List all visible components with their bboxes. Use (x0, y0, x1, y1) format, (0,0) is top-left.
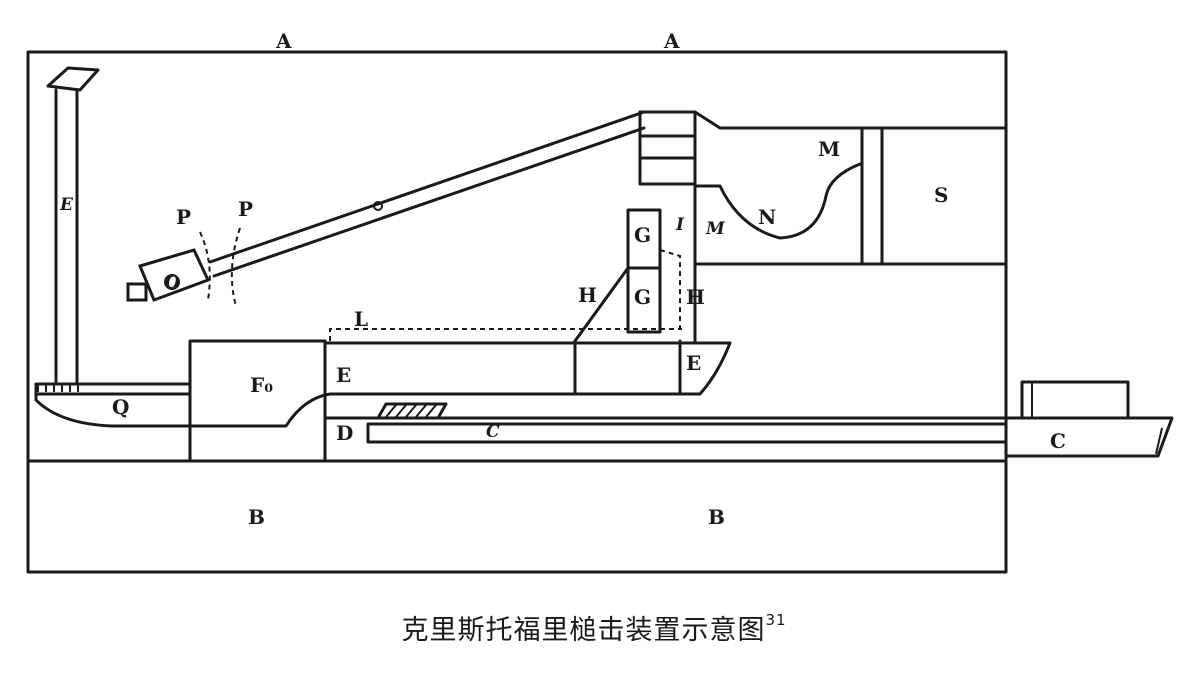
label-n: N (758, 205, 776, 229)
label-e-post: E (59, 195, 74, 215)
key-front-bevel (1155, 427, 1163, 455)
h-slant (573, 266, 630, 343)
swing-arc-2 (230, 227, 241, 307)
label-g-lower: G (634, 285, 651, 309)
hammer-rail-teeth (37, 384, 79, 392)
label-q: Q (112, 395, 129, 419)
label-h-left: H (578, 283, 597, 307)
hammer-action-diagram: A A B B C C D E E E F₀ G G H H I M M N L… (26, 29, 1174, 574)
shank-pivot (373, 201, 383, 211)
hammer-head-tip (126, 282, 148, 302)
label-a-right: A (663, 29, 680, 53)
figure-caption: 克里斯托福里槌击装置示意图31 (0, 608, 1188, 647)
label-e-right: E (686, 351, 701, 375)
hammer-shank-top (208, 110, 646, 264)
label-e-lever: E (336, 363, 351, 387)
dashed-l (329, 328, 682, 341)
label-o: O (165, 273, 180, 293)
key-c-pad-hatch (385, 404, 437, 418)
key-front-block (1020, 380, 1130, 420)
caption-note: 31 (765, 611, 787, 629)
label-g-upper: G (634, 223, 651, 247)
key-lever (188, 339, 732, 463)
hammer-butt-block (638, 110, 697, 186)
label-l: L (354, 307, 368, 331)
outer-frame (26, 50, 1008, 574)
label-c-key: C (486, 422, 500, 442)
curve-n (693, 162, 862, 240)
label-b-right: B (708, 505, 725, 529)
hammer-head-pivot (164, 274, 180, 290)
label-a-left: A (275, 29, 292, 53)
label-c-front: C (1050, 429, 1066, 453)
label-m-upper: M (818, 137, 840, 161)
label-i: I (675, 215, 685, 235)
hammer-shank-bottom (212, 126, 646, 278)
label-d: D (336, 421, 353, 445)
key-c-pad (376, 402, 448, 420)
post-cap (46, 66, 100, 92)
key-front (1004, 416, 1174, 458)
label-f: F₀ (250, 373, 273, 397)
label-p-left: P (176, 205, 191, 229)
label-s: S (934, 183, 948, 207)
label-h-right: H (686, 285, 705, 309)
label-p-right: P (238, 197, 253, 221)
caption-text: 克里斯托福里槌击装置示意图 (401, 615, 766, 646)
h-dashed-right (659, 249, 681, 329)
label-m-lower: M (705, 219, 726, 239)
label-b-left: B (248, 505, 265, 529)
key-c (366, 422, 1008, 444)
